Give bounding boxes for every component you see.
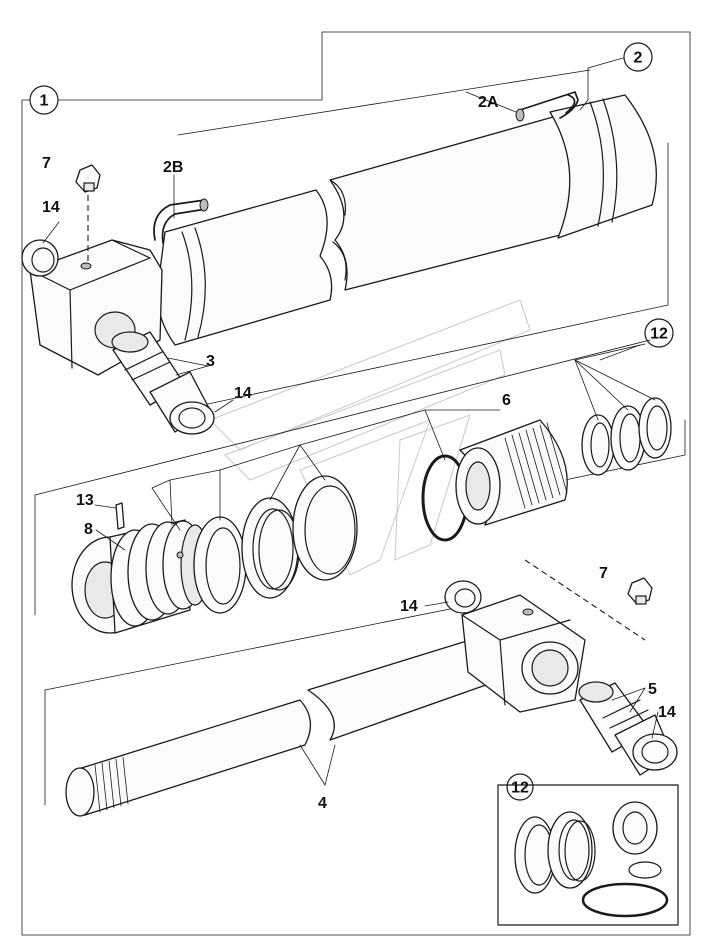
seal-14-rod-eye — [444, 580, 482, 614]
callout-4-label: 4 — [318, 795, 327, 812]
callout-7-top-label: 7 — [42, 155, 51, 172]
callout-3-label: 3 — [206, 353, 215, 370]
seal-kit-12-inset — [497, 784, 679, 926]
callout-1: 1 — [29, 85, 59, 115]
callout-1-label: 1 — [40, 93, 49, 110]
grease-nipple-7-top — [75, 164, 101, 265]
seal-14-top-left — [21, 239, 59, 277]
callout-2b-label: 2B — [163, 159, 183, 176]
callout-6-label: 6 — [502, 392, 511, 409]
callout-8-label: 8 — [84, 521, 93, 538]
callout-7-bottom-label: 7 — [599, 565, 608, 582]
callout-13-label: 13 — [76, 492, 94, 509]
bushes-5 — [578, 681, 678, 776]
bushes-3 — [111, 331, 215, 435]
callout-2-label: 2 — [634, 50, 643, 67]
watermark-logo — [209, 299, 531, 576]
rod-plane-boundary — [44, 559, 646, 806]
grease-nipple-7-bottom — [627, 577, 653, 605]
callout-5-label: 5 — [648, 681, 657, 698]
callout-14-c-label: 14 — [400, 598, 418, 615]
cylinder-barrel — [29, 69, 669, 411]
callout-2a-label: 2A — [478, 94, 499, 111]
leader-lines — [42, 57, 659, 786]
callout-12-main-label: 12 — [650, 326, 668, 343]
pin-13 — [115, 502, 125, 530]
callout-2: 2 — [623, 42, 653, 72]
callout-14-a-label: 14 — [42, 199, 60, 216]
piston-8 — [71, 519, 210, 634]
piston-rod-4 — [65, 594, 586, 817]
callout-12-inset-label: 12 — [511, 780, 529, 797]
callout-12-inset: 12 — [506, 773, 534, 801]
callout-12-main: 12 — [644, 318, 674, 348]
assembly-1-boundary — [21, 31, 691, 936]
piston-seal-rings — [193, 475, 358, 614]
callout-14-d-label: 14 — [658, 704, 676, 721]
callout-14-b-label: 14 — [234, 385, 252, 402]
piston-nut-6 — [421, 419, 568, 542]
seal-kit-12-rings — [581, 397, 672, 476]
